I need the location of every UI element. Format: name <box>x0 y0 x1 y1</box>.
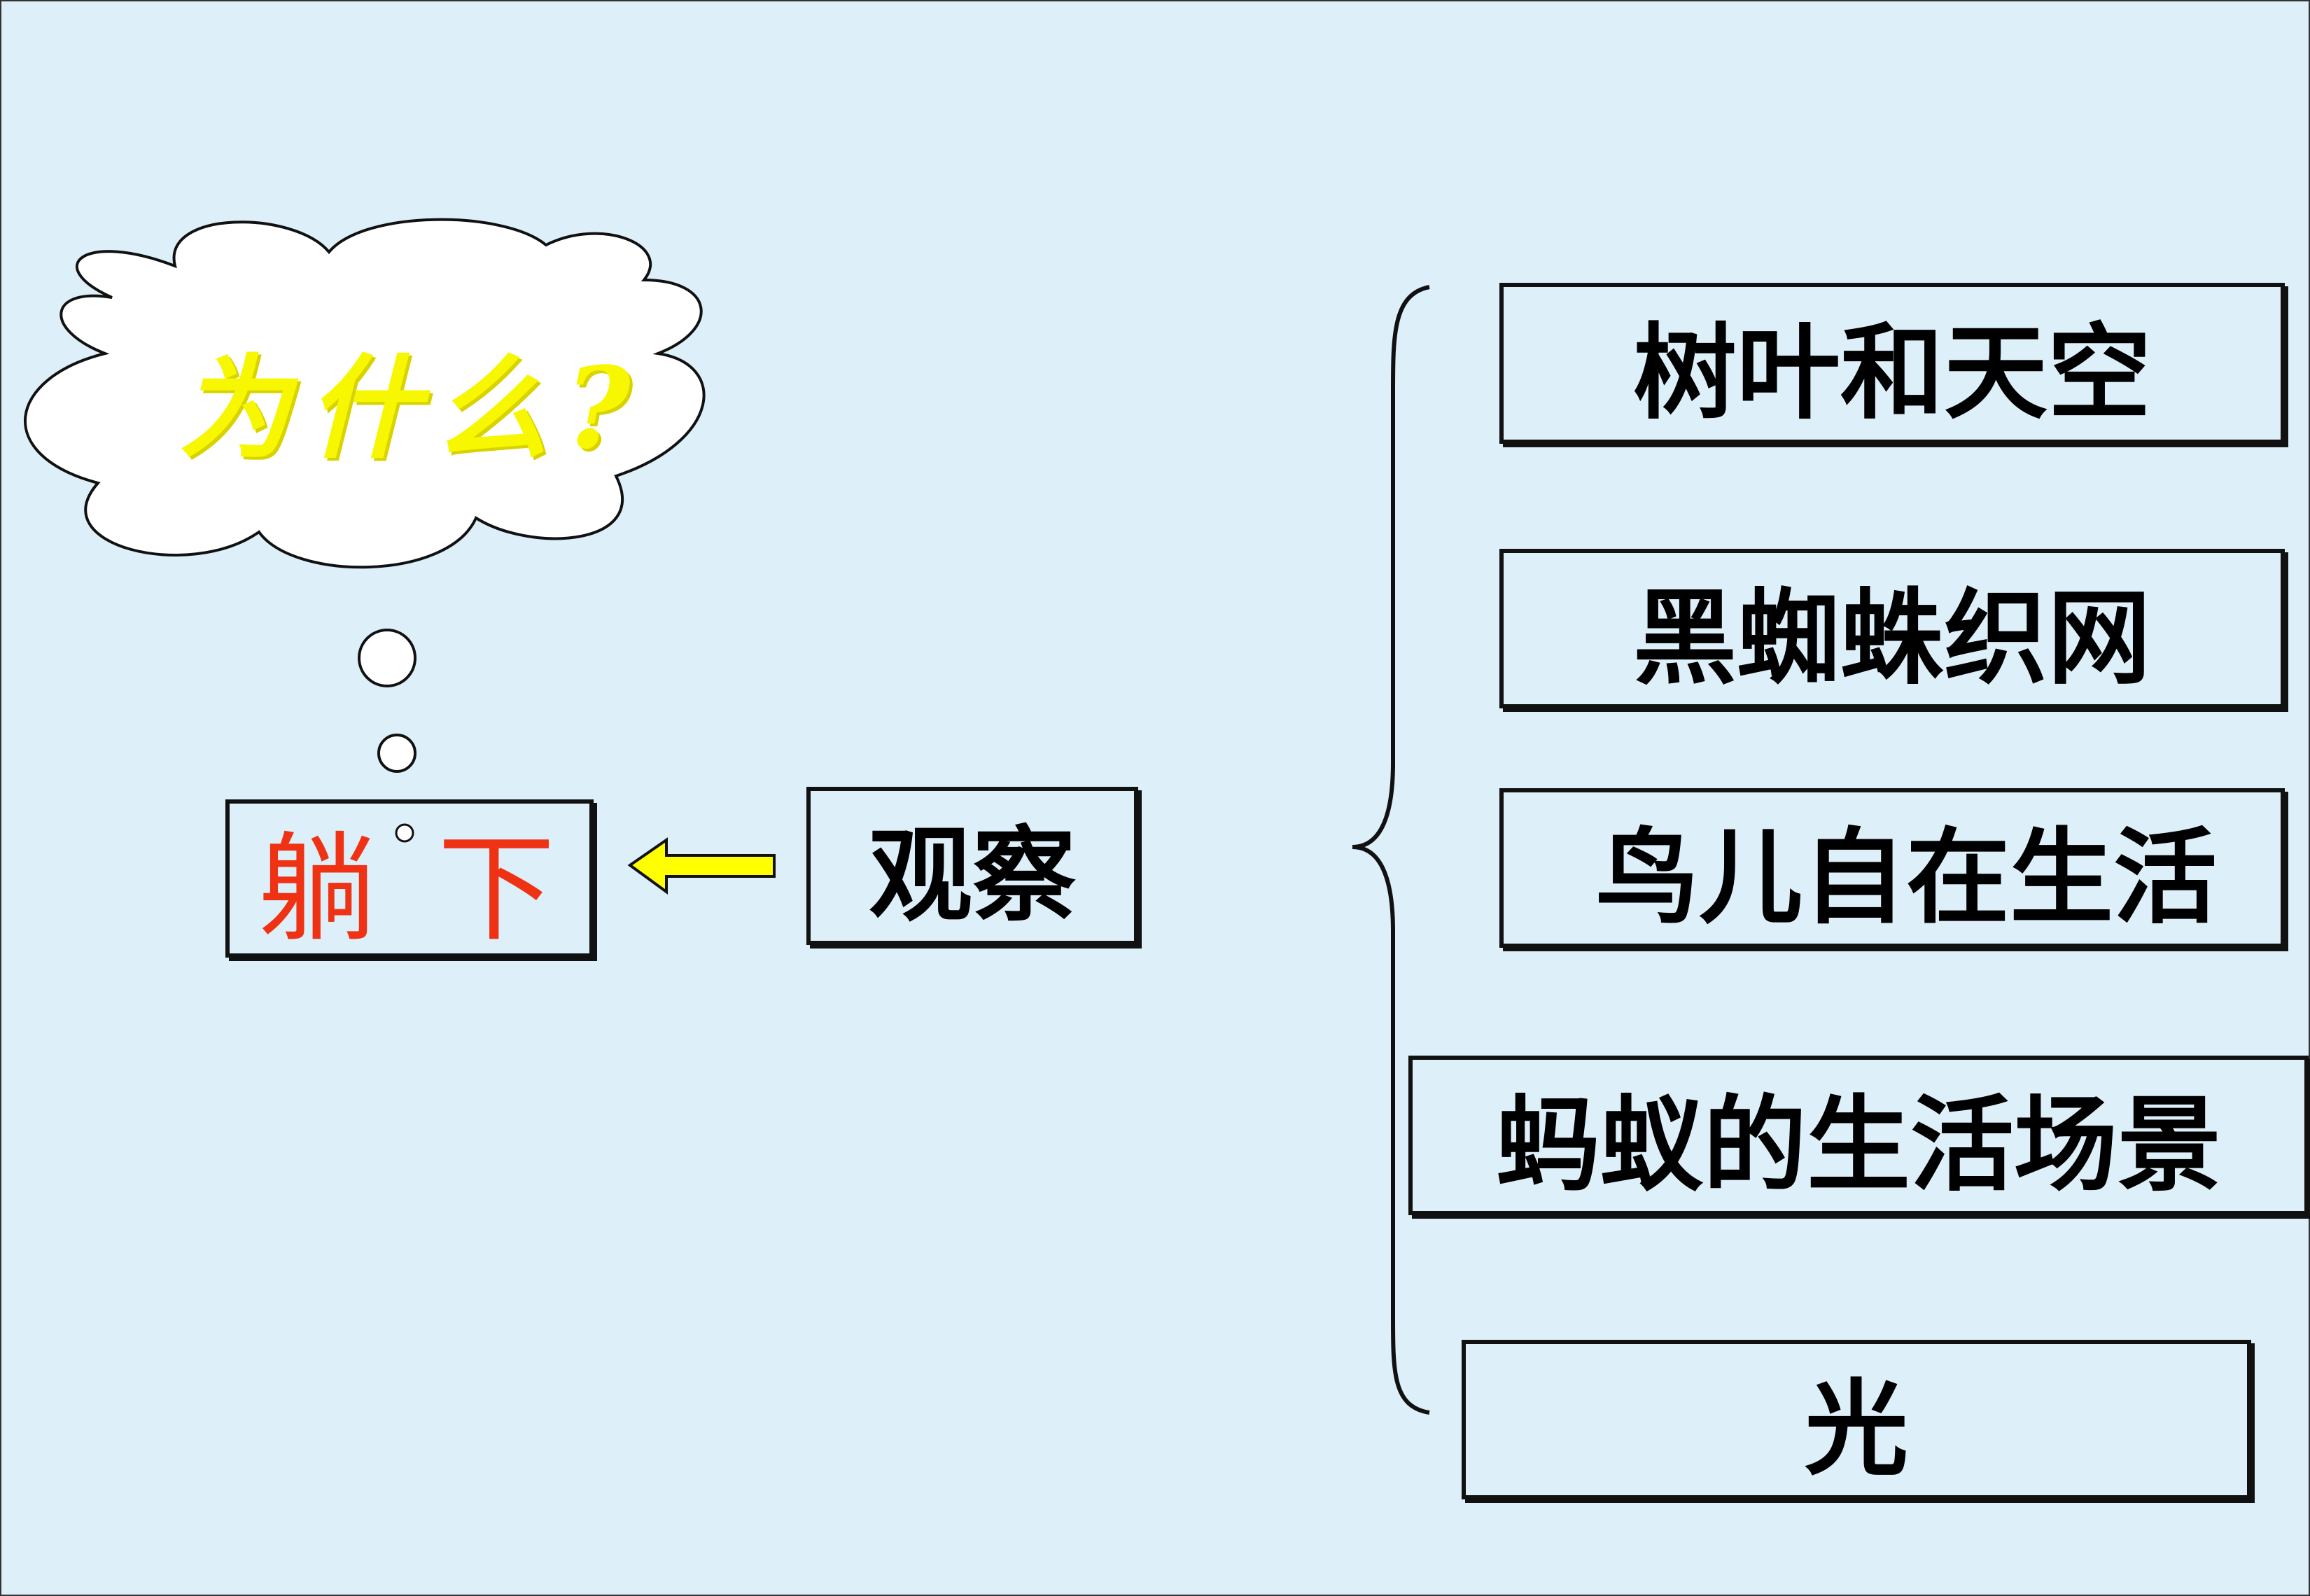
observe-box: 观察 <box>806 787 1138 945</box>
thought-cloud-icon <box>23 218 706 569</box>
topic-box-spider-web: 黑蜘蛛织网 <box>1499 549 2285 708</box>
thought-bubble-dot-medium <box>377 734 416 773</box>
topic-box-light: 光 <box>1462 1340 2251 1499</box>
topic-box-ants: 蚂蚁的生活场景 <box>1408 1056 2309 1215</box>
left-curly-brace <box>1352 285 1430 1415</box>
thought-question-text: 为什么? <box>178 342 648 474</box>
thought-bubble-dot-small <box>395 823 414 843</box>
lie-down-char-1: 躺 <box>258 820 382 958</box>
thought-bubble-dot-large <box>358 629 416 687</box>
lie-down-box: 躺 下 <box>225 799 594 958</box>
topic-box-birds: 鸟儿自在生活 <box>1499 788 2285 948</box>
topic-box-leaves-sky: 树叶和天空 <box>1499 283 2285 444</box>
lie-down-char-2: 下 <box>438 820 561 958</box>
arrow-left-icon <box>627 837 776 895</box>
